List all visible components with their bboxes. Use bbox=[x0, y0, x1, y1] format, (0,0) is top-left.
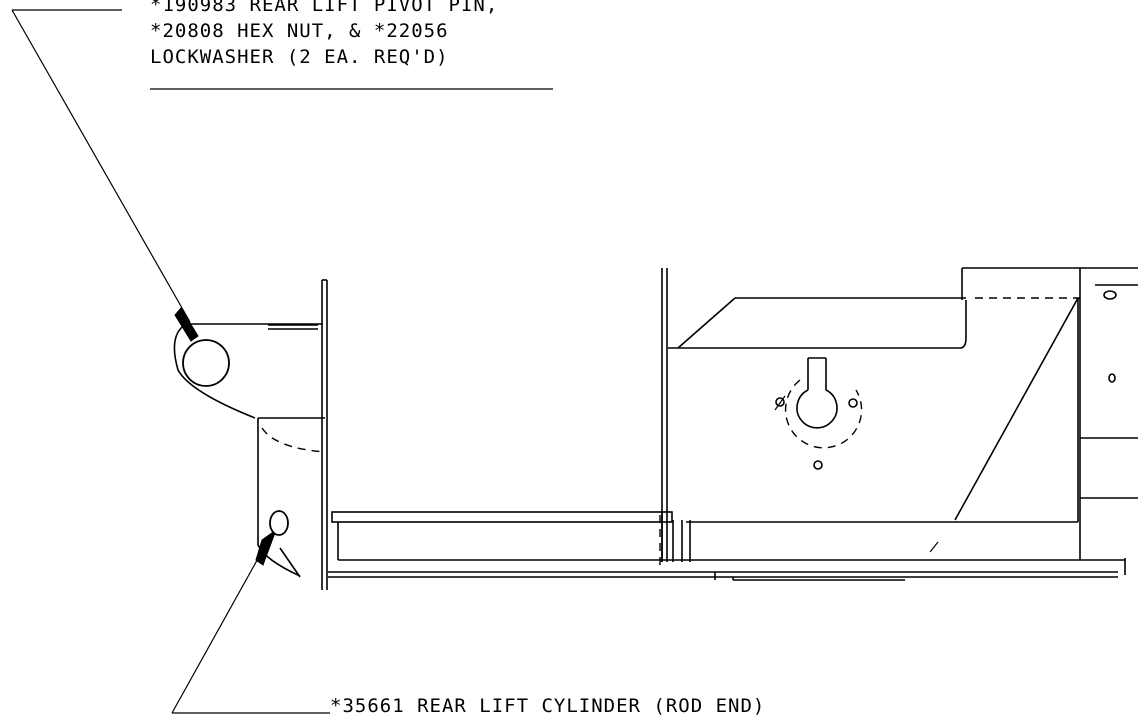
bottom-callout-leader bbox=[171, 528, 330, 714]
keyhole-cutout bbox=[774, 357, 863, 470]
top-callout-text: *190983 REAR LIFT PIVOT PIN, *20808 HEX … bbox=[150, 0, 498, 70]
pivot-pin-hole bbox=[182, 339, 230, 387]
top-callout-line-1: *190983 REAR LIFT PIVOT PIN, bbox=[150, 0, 499, 16]
keyhole-bolt-bottom bbox=[813, 460, 823, 470]
top-callout-line-2: *20808 HEX NUT, & *22056 bbox=[150, 20, 449, 42]
top-callout-line-3: LOCKWASHER (2 EA. REQ'D) bbox=[150, 46, 449, 68]
right-housing bbox=[668, 267, 1138, 560]
keyhole-bolt-top-right bbox=[848, 398, 858, 408]
rod-end-pin-hole bbox=[269, 510, 289, 536]
bottom-rails bbox=[328, 511, 1126, 581]
bottom-callout-line-1: *35661 REAR LIFT CYLINDER (ROD END) bbox=[330, 695, 766, 717]
bottom-callout-text: *35661 REAR LIFT CYLINDER (ROD END) bbox=[330, 693, 765, 719]
center-post bbox=[659, 268, 691, 565]
pivot-bracket bbox=[173, 323, 323, 419]
frame-plate bbox=[321, 279, 328, 590]
keyhole-bolt-left bbox=[775, 397, 785, 407]
bottom-leader-arrowhead bbox=[255, 528, 278, 566]
cylinder-mount bbox=[257, 417, 326, 578]
